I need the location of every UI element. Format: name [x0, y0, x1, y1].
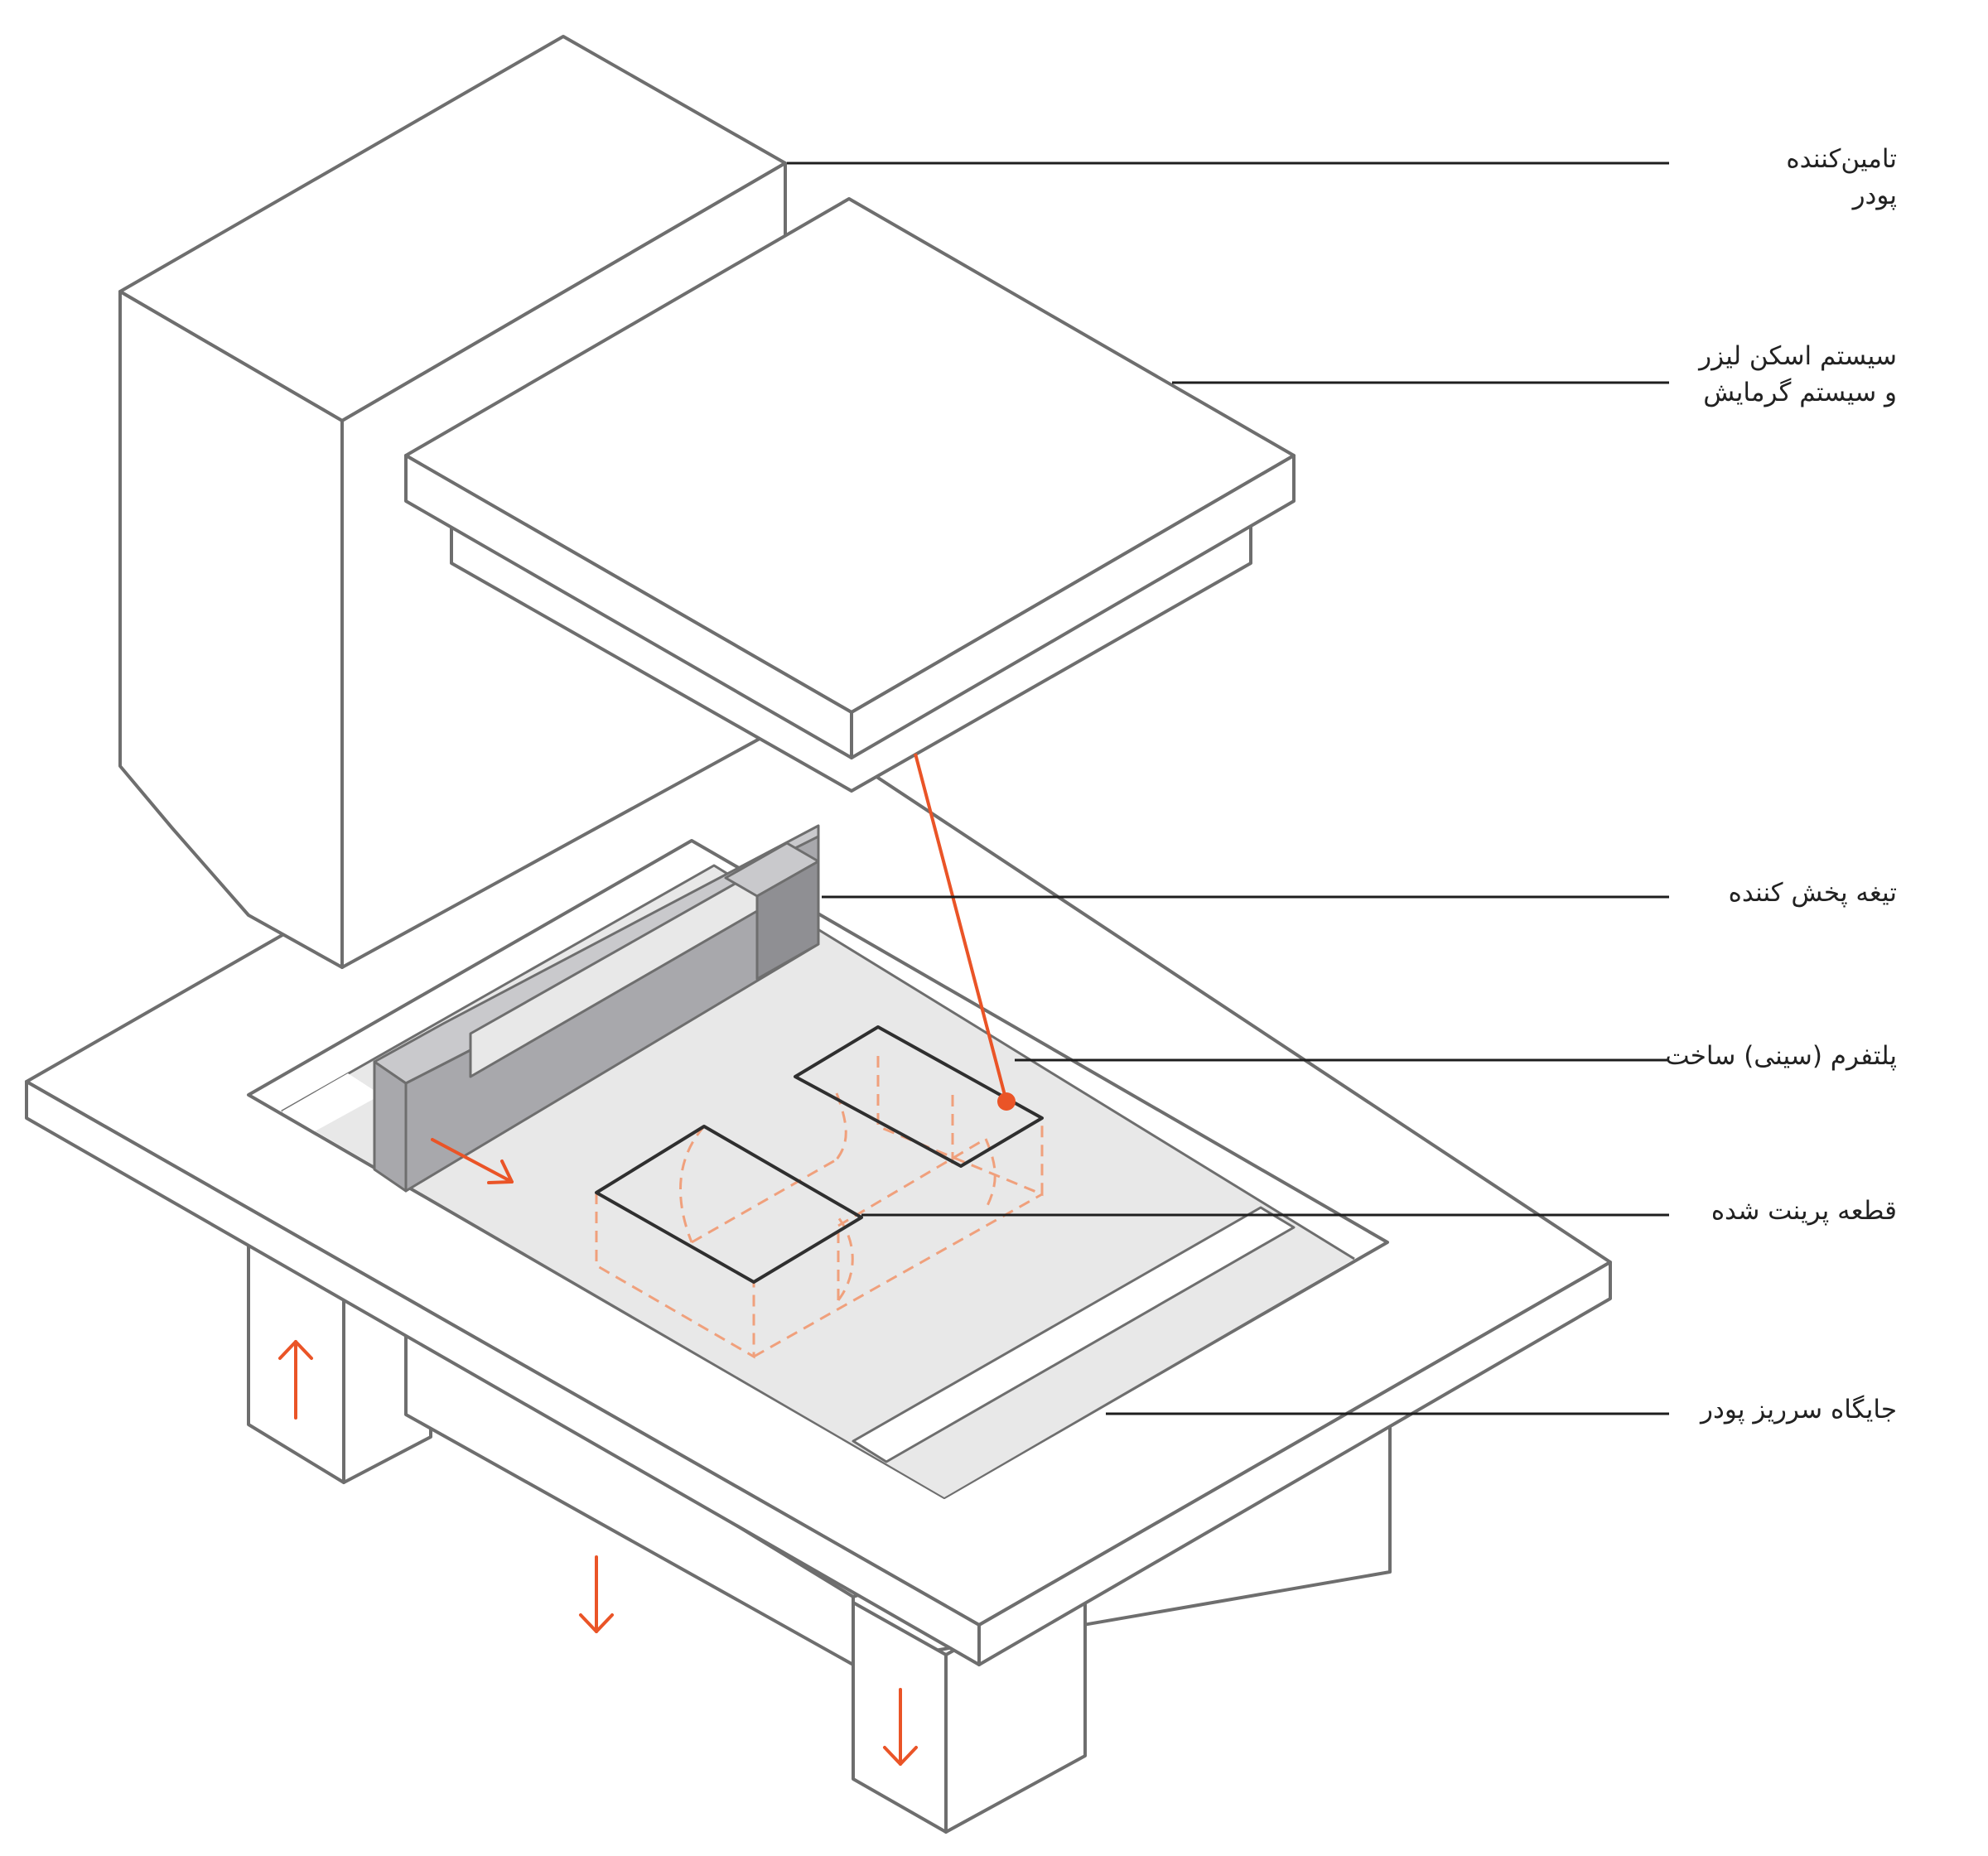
laser-beam: [914, 753, 1008, 1102]
label-build-platform: پلتفرم (سینی) ساخت: [1648, 1038, 1897, 1074]
right-down-arrow-icon: [883, 1688, 918, 1766]
overflow-slot: [852, 1206, 1296, 1463]
label-laser-system-line2: و سیستم گرمایش: [1703, 378, 1897, 407]
recess-inner-edge: [281, 864, 1355, 1261]
label-build-platform-text: پلتفرم (سینی) ساخت: [1665, 1041, 1897, 1071]
printed-part: [595, 1056, 1044, 1359]
scanner-side-edge: [850, 454, 1296, 759]
blade-front: [373, 1060, 408, 1193]
label-spreader-blade: تیغه پخش کننده: [1648, 875, 1897, 911]
label-laser-system-line1: سیستم اسکن لیزر: [1699, 341, 1897, 371]
part-top-face-large: [595, 1125, 863, 1284]
laser-dot-icon: [997, 1092, 1016, 1111]
label-powder-supplier-line2: پودر: [1852, 181, 1897, 210]
printed-part-top: [595, 1025, 1044, 1284]
powder-bed-recess: [247, 839, 1389, 1499]
label-printed-part-text: قطعه پرینت شده: [1711, 1196, 1897, 1226]
blade-direction-arrow-icon: [431, 1138, 514, 1184]
label-printed-part: قطعه پرینت شده: [1648, 1193, 1897, 1229]
up-arrow-icon: [278, 1340, 313, 1420]
down-arrow-icon: [579, 1555, 614, 1633]
table-side-edge: [977, 1261, 1612, 1666]
label-spreader-blade-text: تیغه پخش کننده: [1728, 878, 1897, 908]
label-overflow-bin-text: جایگاه سرریز پودر: [1701, 1395, 1897, 1425]
blade-end-side: [755, 860, 820, 981]
laser-scanner: [404, 197, 1296, 793]
label-powder-supplier: تامین‌کننده پودر: [1648, 141, 1897, 214]
label-laser-system: سیستم اسکن لیزر و سیستم گرمایش: [1648, 338, 1897, 411]
left-feed-slot: [282, 1073, 381, 1131]
motion-arrows: [278, 1138, 918, 1766]
leader-lines: [787, 161, 1669, 1415]
spreader-blade: [373, 824, 820, 1193]
part-top-face-small: [794, 1025, 1044, 1168]
label-powder-supplier-line1: تامین‌کننده: [1786, 144, 1897, 174]
label-overflow-bin: جایگاه سرریز پودر: [1648, 1391, 1897, 1428]
